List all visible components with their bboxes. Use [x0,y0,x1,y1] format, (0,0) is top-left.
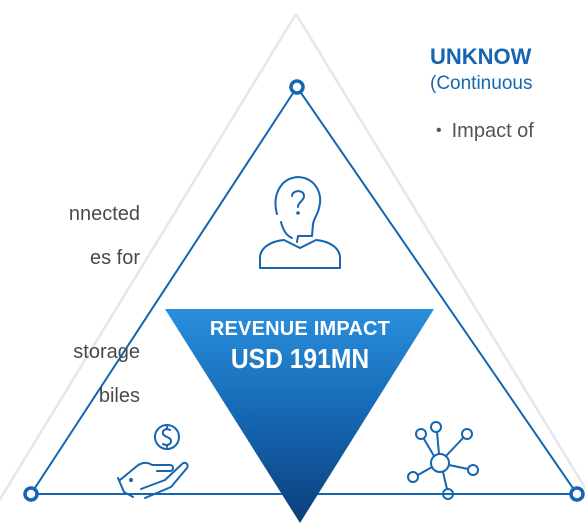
bullet-item: • Impact of [436,120,534,143]
section-subtitle: (Continuous [430,73,533,94]
money-hand-icon [117,424,189,499]
network-node-icon [407,421,479,500]
question-head-icon [259,176,341,269]
section-title: UNKNOW [430,44,532,69]
left-text-line-1: nnected [68,203,140,225]
left-text-line-2: es for [89,247,140,269]
outer-triangle [0,13,585,502]
revenue-impact-value: USD 191MN [230,343,370,374]
vertex-node-right [569,486,585,502]
bullet-dot-icon: • [436,122,442,139]
vertex-node-top [289,79,305,95]
center-label: REVENUE IMPACT USD 191MN [165,318,435,375]
bullet-text: Impact of [451,120,534,142]
revenue-impact-label: REVENUE IMPACT [209,318,391,340]
left-text-line-4: biles [98,385,140,407]
left-text-line-3: storage [73,341,140,363]
vertex-node-left [23,486,39,502]
center-inverted-triangle [165,309,434,523]
